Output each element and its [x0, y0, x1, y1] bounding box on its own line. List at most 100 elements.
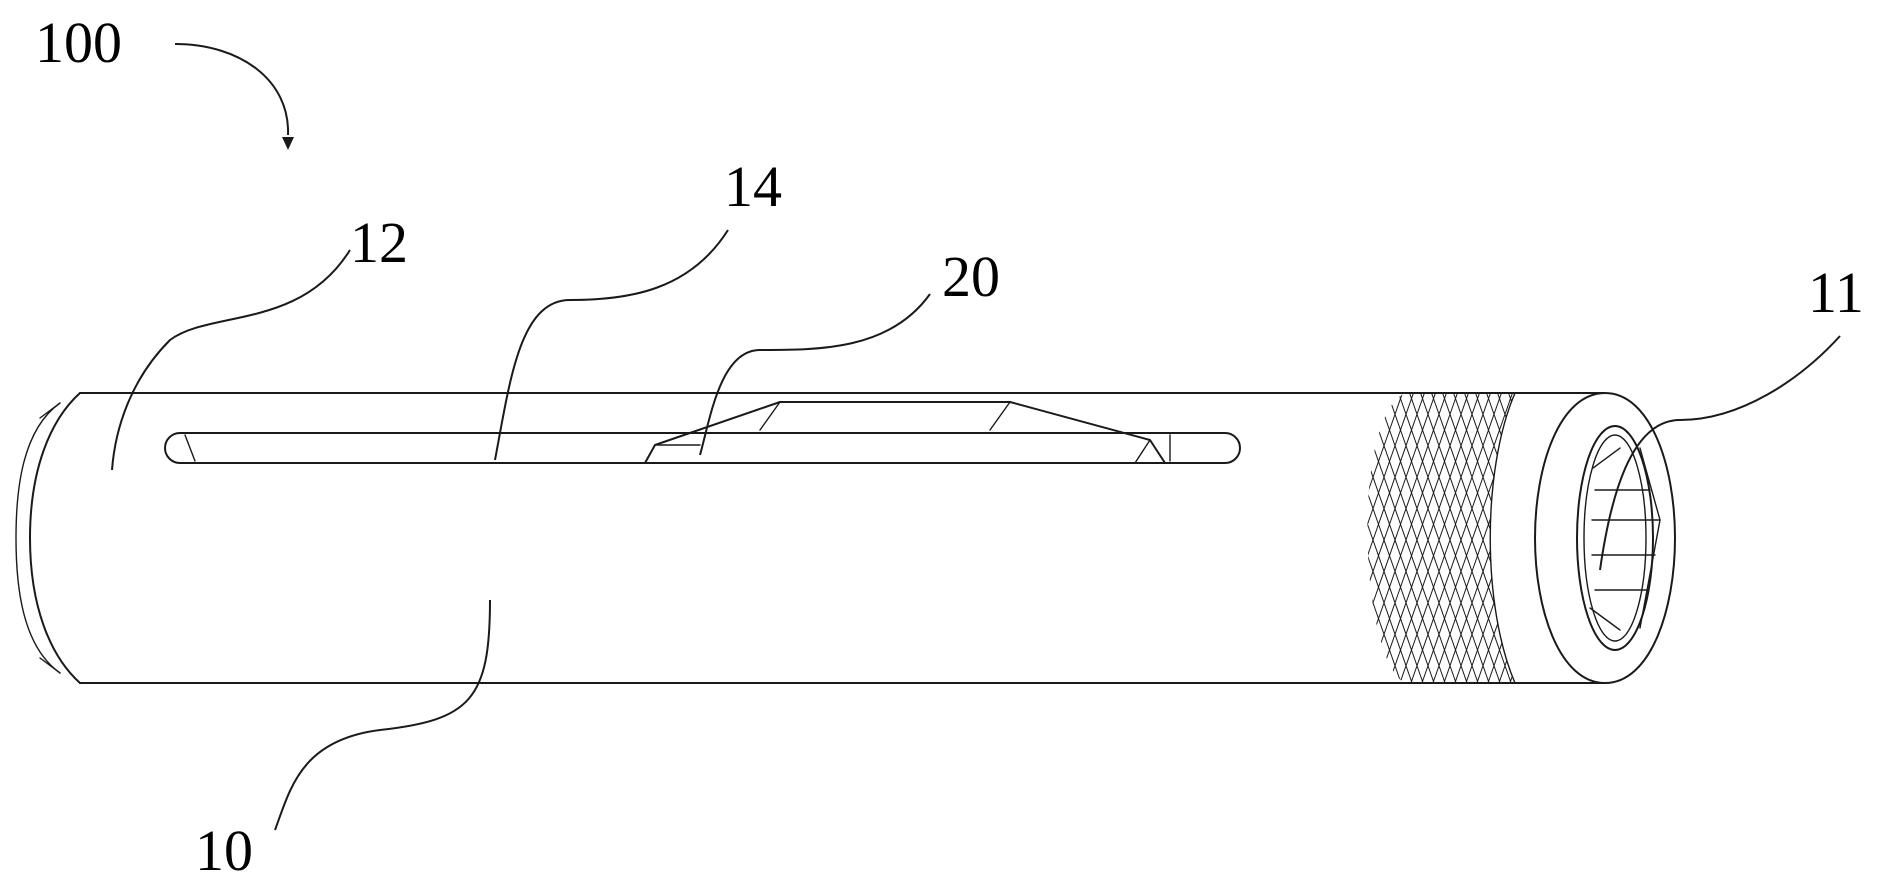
knurl-hatch-line	[1614, 380, 1726, 700]
knurl-hatch-line	[1492, 393, 1515, 683]
knurl-hatch-line	[1367, 393, 1430, 683]
knurl-hatch-line	[1757, 380, 1869, 700]
knurl-hatch-line	[1218, 380, 1330, 700]
knurl-hatch-line	[1481, 393, 1515, 683]
knurl-hatch-line	[1097, 380, 1209, 700]
leader-100	[174, 43, 290, 136]
knurl-hatch-line	[1174, 380, 1286, 700]
leader-10	[274, 599, 491, 831]
knurl-hatch-line	[1042, 380, 1154, 700]
knurl-hatch-line	[1823, 380, 1882, 700]
knurl-hatch-line	[1097, 380, 1209, 700]
knurl-hatch-line	[1020, 380, 1132, 700]
knurl-hatch-line	[1834, 380, 1882, 700]
knurl-hatch-line	[1779, 380, 1882, 700]
knurl-hatch-line	[1746, 380, 1858, 700]
knurl-hatch-line	[1130, 380, 1242, 700]
knurl-hatch-line	[1691, 380, 1803, 700]
knurl-hatch-line	[1367, 393, 1375, 683]
knurl-hatch-line	[1163, 380, 1275, 700]
knurl-hatch-line	[1152, 380, 1264, 700]
knurl-hatch-line	[1768, 380, 1880, 700]
label-11: 11	[1808, 260, 1864, 325]
knurl-hatch-line	[1207, 380, 1319, 700]
knurl-hatch-line	[1207, 380, 1319, 700]
knurl-hatch-line	[1367, 393, 1386, 683]
knurl-hatch-line	[1845, 380, 1882, 700]
knurl-hatch-line	[1702, 380, 1814, 700]
leader-12	[111, 249, 351, 471]
knurl-hatch-line	[1801, 380, 1882, 700]
knurl-hatch-line	[1570, 380, 1682, 700]
knurl-hatch-line	[1691, 380, 1803, 700]
knurl-hatch-line	[1713, 380, 1825, 700]
knurl-hatch-line	[1647, 380, 1759, 700]
knurl-hatch-line	[1647, 380, 1759, 700]
knurl-hatch-line	[1031, 380, 1143, 700]
knurl-hatch-line	[1404, 393, 1515, 683]
knurl-hatch-line	[1735, 380, 1847, 700]
knurl-hatch-line	[1724, 380, 1836, 700]
knurl-hatch-line	[1581, 380, 1693, 700]
knurl-hatch-line	[1801, 380, 1882, 700]
label-12: 12	[350, 210, 408, 275]
knurl-hatch-line	[1064, 380, 1176, 700]
knurl-hatch-line	[1367, 393, 1408, 683]
knurl-hatch-line	[1492, 393, 1515, 683]
knurl-hatch-line	[1669, 380, 1781, 700]
arrow-head-icon	[282, 137, 294, 150]
knurl-hatch-line	[1570, 380, 1682, 700]
knurl-hatch-line	[1031, 380, 1143, 700]
knurl-hatch-line	[1812, 380, 1882, 700]
knurl-hatch-line	[1174, 380, 1286, 700]
knurl-hatch-line	[1240, 380, 1352, 700]
knurl-hatch-line	[1108, 380, 1220, 700]
knurl-hatch-line	[1218, 380, 1330, 700]
knurl-hatch-line	[1367, 393, 1386, 683]
knurl-hatch-line	[1459, 393, 1515, 683]
knurl-hatch-line	[1581, 380, 1693, 700]
knurl-hatch-line	[1075, 380, 1187, 700]
knurl-boundary	[1489, 392, 1516, 684]
knurl-hatch-line	[1459, 393, 1515, 683]
knurl-hatch-line	[1768, 380, 1880, 700]
knurl-hatch-line	[1823, 380, 1882, 700]
knurl-hatch-line	[1669, 380, 1781, 700]
knurl-hatch-line	[1141, 380, 1253, 700]
knurl-hatch-line	[1845, 380, 1882, 700]
knurl-hatch-line	[1382, 393, 1496, 683]
knurl-hatch-line	[1746, 380, 1858, 700]
knurl-hatch-line	[1251, 380, 1363, 700]
leader-lines	[111, 43, 1841, 831]
knurl-hatch-line	[1367, 393, 1397, 683]
knurl-hatch-line	[1481, 393, 1515, 683]
knurl-hatch-line	[1426, 393, 1515, 683]
knurl-hatch-line	[1625, 380, 1737, 700]
knurl-hatch-line	[1185, 380, 1297, 700]
knurl-hatch-line	[1367, 393, 1419, 683]
knurl-hatch-line	[1514, 393, 1515, 683]
knurl-hatch-line	[1367, 393, 1397, 683]
knurl-hatch-line	[1702, 380, 1814, 700]
knurl-hatch-line	[1119, 380, 1231, 700]
knurl-hatch-line	[1367, 393, 1441, 683]
knurl-hatch-line	[1229, 380, 1341, 700]
knurl-hatch-line	[1108, 380, 1220, 700]
knurl-hatch-line	[1163, 380, 1275, 700]
socket-end	[1534, 392, 1676, 684]
knurl-hatch-line	[1537, 380, 1649, 700]
knurl-hatch-line	[1367, 393, 1408, 683]
knurl-hatch-line	[1603, 380, 1715, 700]
knurl-hatch-line	[1367, 393, 1419, 683]
tool-body	[15, 392, 1606, 684]
knurl-hatch-line	[1779, 380, 1882, 700]
reference-numerals: 100 12 14 20 11 10	[35, 10, 1864, 883]
knurl-hatch-line	[1790, 380, 1882, 700]
label-100: 100	[35, 10, 122, 75]
knurl-hatch-line	[1229, 380, 1341, 700]
knurl-hatch-line	[1367, 393, 1452, 683]
slider	[644, 401, 1166, 464]
knurl-hatch-line	[1603, 380, 1715, 700]
knurl-hatch-line	[1185, 380, 1297, 700]
